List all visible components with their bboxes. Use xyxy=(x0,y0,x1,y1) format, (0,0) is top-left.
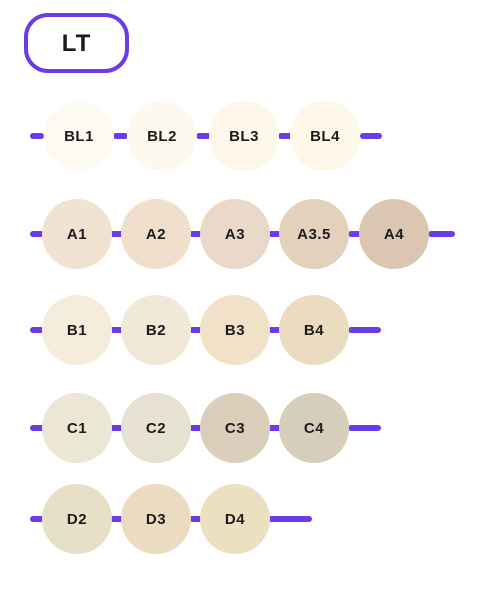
shade-code: C4 xyxy=(303,419,325,437)
connector-line xyxy=(268,327,282,333)
connector-line xyxy=(189,516,203,522)
connector-line xyxy=(278,133,293,139)
connector-line xyxy=(189,425,203,431)
connector-line xyxy=(189,327,203,333)
shade-swatch-a2[interactable]: A2 xyxy=(121,199,191,269)
shade-swatch-bl3[interactable]: BL3 xyxy=(209,101,279,171)
shade-code: BL3 xyxy=(229,127,259,145)
connector-line xyxy=(110,327,124,333)
shade-swatch-bl4[interactable]: BL4 xyxy=(290,101,360,171)
connector-line xyxy=(189,231,203,237)
shade-swatch-d3[interactable]: D3 xyxy=(121,484,191,554)
shade-code: B2 xyxy=(145,321,167,339)
shade-row-d-series: D2 D3 D4 xyxy=(0,483,500,555)
connector-line xyxy=(110,425,124,431)
connector-line xyxy=(30,231,44,237)
shade-swatch-b2[interactable]: B2 xyxy=(121,295,191,365)
shade-swatch-c4[interactable]: C4 xyxy=(279,393,349,463)
connector-line xyxy=(348,425,381,431)
shade-code: A2 xyxy=(145,225,167,243)
connector-line xyxy=(268,231,282,237)
shade-code: BL1 xyxy=(64,127,94,145)
shade-code: BL4 xyxy=(310,127,340,145)
shade-swatch-a4[interactable]: A4 xyxy=(359,199,429,269)
shade-swatch-b3[interactable]: B3 xyxy=(200,295,270,365)
shade-code: A4 xyxy=(383,225,405,243)
connector-line xyxy=(268,425,282,431)
shade-swatch-bl2[interactable]: BL2 xyxy=(127,101,197,171)
shade-swatch-b1[interactable]: B1 xyxy=(42,295,112,365)
connector-line xyxy=(30,133,44,139)
shade-code: A1 xyxy=(66,225,88,243)
shade-code: BL2 xyxy=(147,127,177,145)
shade-code: B3 xyxy=(224,321,246,339)
shade-row-a-series: A1 A2 A3 A3.5 A4 xyxy=(0,198,500,270)
connector-line xyxy=(348,327,381,333)
connector-line xyxy=(348,231,362,237)
shade-guide-label: LT xyxy=(24,13,129,73)
shade-swatch-a3-5[interactable]: A3.5 xyxy=(279,199,349,269)
connector-line xyxy=(30,425,44,431)
connector-line xyxy=(30,327,44,333)
shade-code: A3 xyxy=(224,225,246,243)
shade-code: C1 xyxy=(66,419,88,437)
connector-line xyxy=(30,516,44,522)
shade-swatch-c1[interactable]: C1 xyxy=(42,393,112,463)
shade-code: A3.5 xyxy=(297,225,331,243)
connector-line xyxy=(110,516,124,522)
shade-code: C3 xyxy=(224,419,246,437)
shade-row-b-series: B1 B2 B3 B4 xyxy=(0,294,500,366)
shade-swatch-c3[interactable]: C3 xyxy=(200,393,270,463)
shade-code: C2 xyxy=(145,419,167,437)
shade-swatch-b4[interactable]: B4 xyxy=(279,295,349,365)
shade-swatch-a3[interactable]: A3 xyxy=(200,199,270,269)
shade-swatch-bl1[interactable]: BL1 xyxy=(44,101,114,171)
connector-line xyxy=(113,133,128,139)
shade-swatch-d2[interactable]: D2 xyxy=(42,484,112,554)
connector-line xyxy=(428,231,455,237)
connector-line xyxy=(110,231,124,237)
shade-code: D3 xyxy=(145,510,167,528)
shade-code: D4 xyxy=(224,510,246,528)
shade-code: B4 xyxy=(303,321,325,339)
shade-swatch-d4[interactable]: D4 xyxy=(200,484,270,554)
connector-line xyxy=(268,516,312,522)
connector-line xyxy=(196,133,211,139)
shade-swatch-a1[interactable]: A1 xyxy=(42,199,112,269)
shade-code: D2 xyxy=(66,510,88,528)
shade-code: B1 xyxy=(66,321,88,339)
connector-line xyxy=(360,133,382,139)
shade-swatch-c2[interactable]: C2 xyxy=(121,393,191,463)
shade-row-bleach: BL1 BL2 BL3 BL4 xyxy=(0,100,500,172)
shade-row-c-series: C1 C2 C3 C4 xyxy=(0,392,500,464)
